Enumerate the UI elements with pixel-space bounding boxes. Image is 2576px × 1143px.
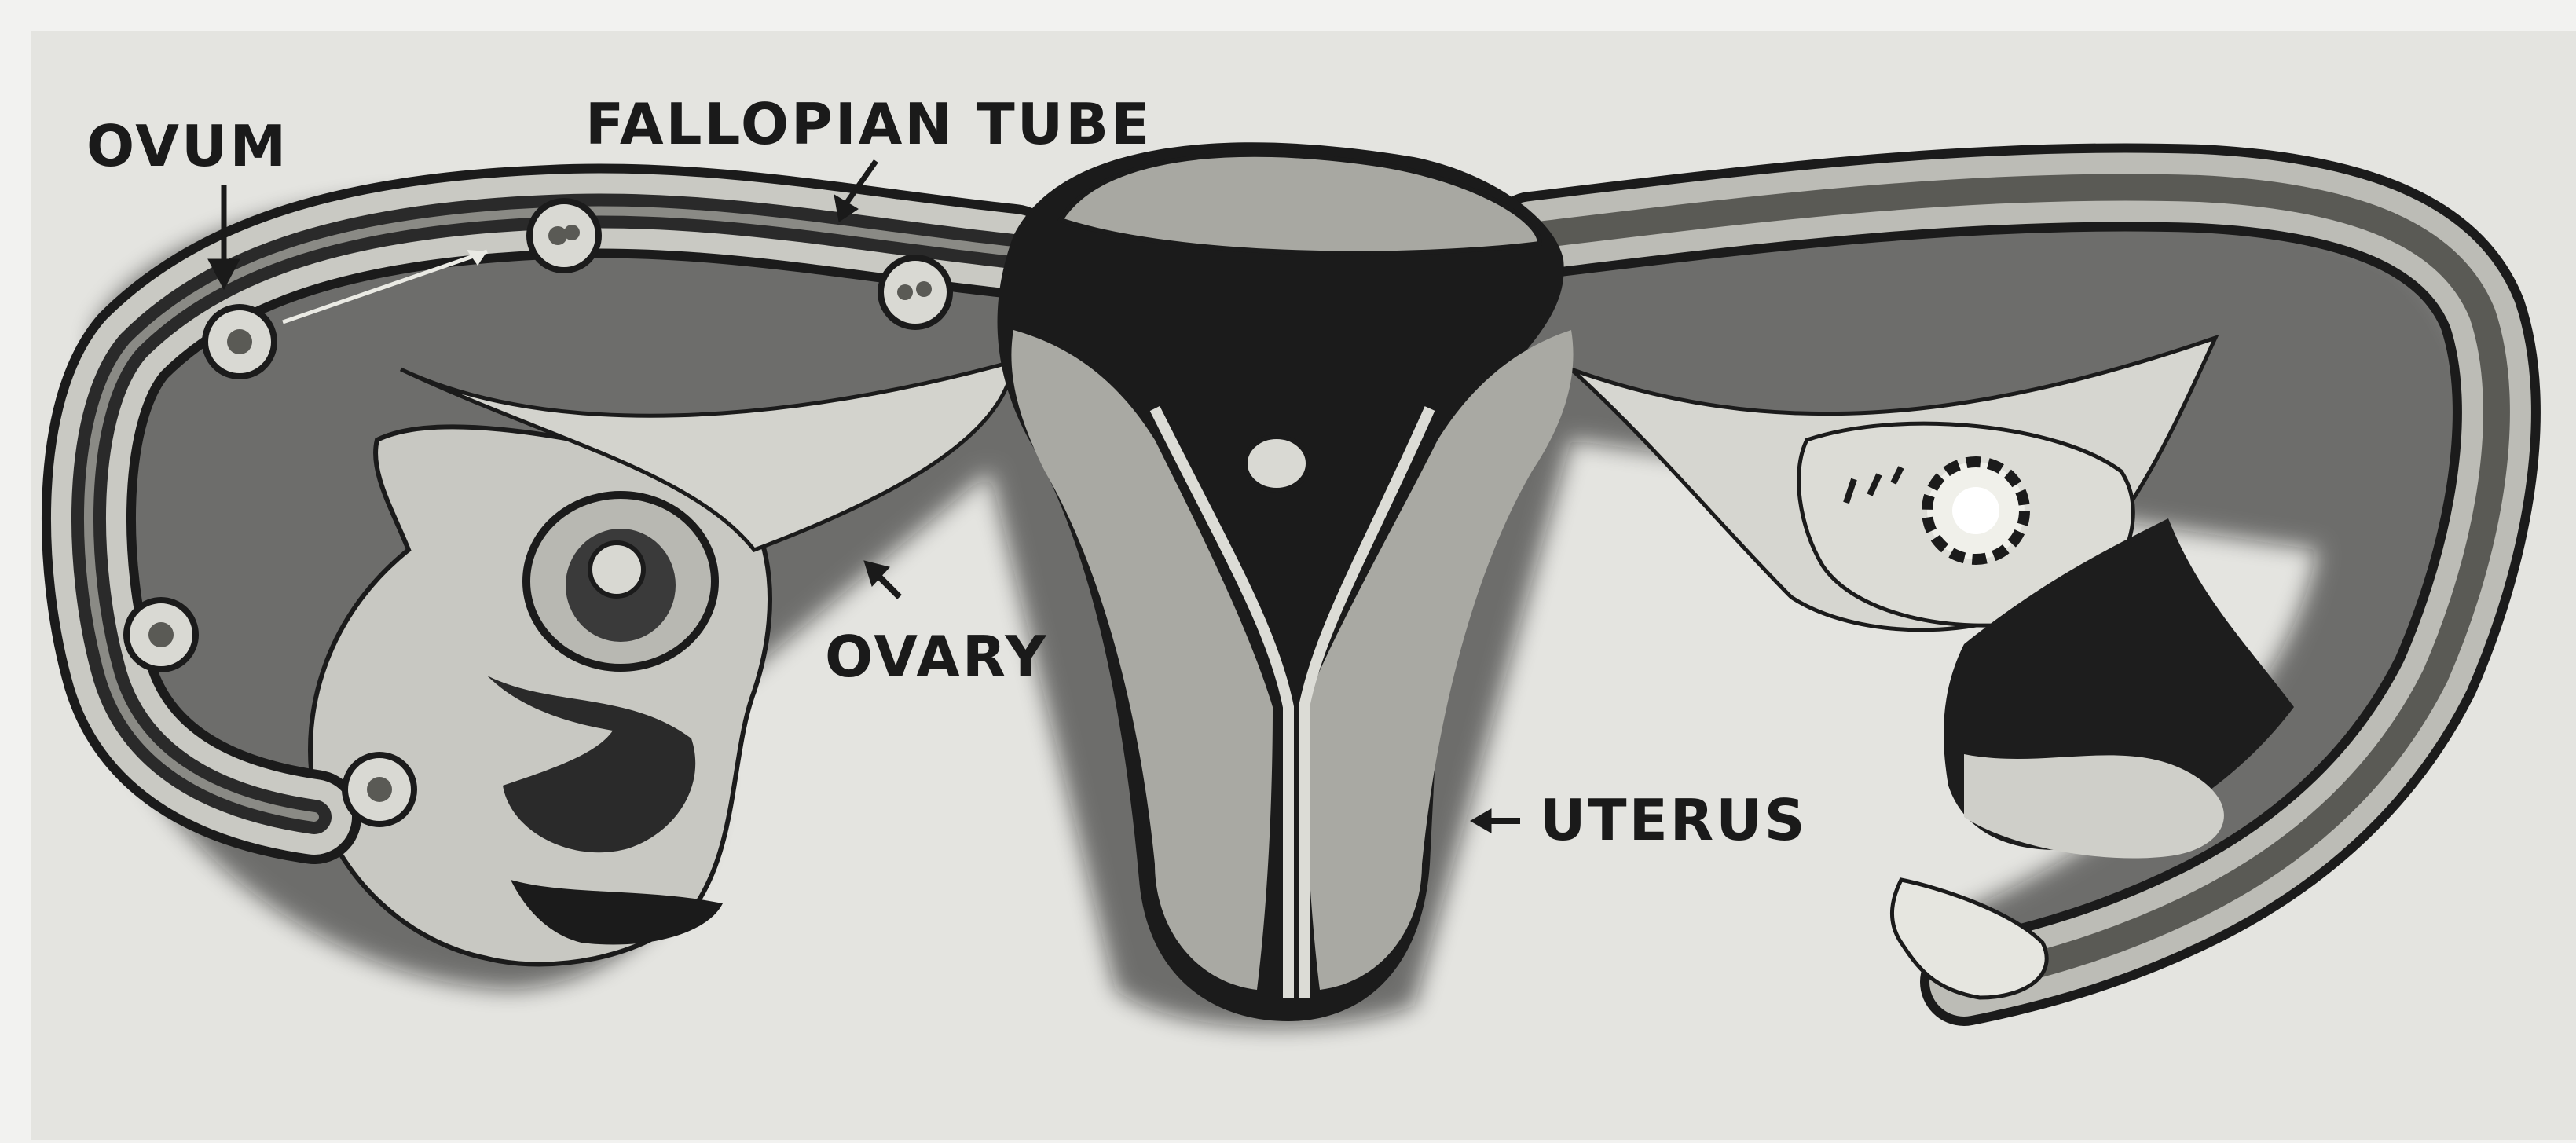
ovum-label: OVUM bbox=[86, 118, 288, 174]
ovary-label: OVARY bbox=[825, 628, 1048, 685]
uterus-label: UTERUS bbox=[1540, 792, 1808, 848]
fallopian-tube-label: FALLOPIAN TUBE bbox=[585, 96, 1152, 152]
